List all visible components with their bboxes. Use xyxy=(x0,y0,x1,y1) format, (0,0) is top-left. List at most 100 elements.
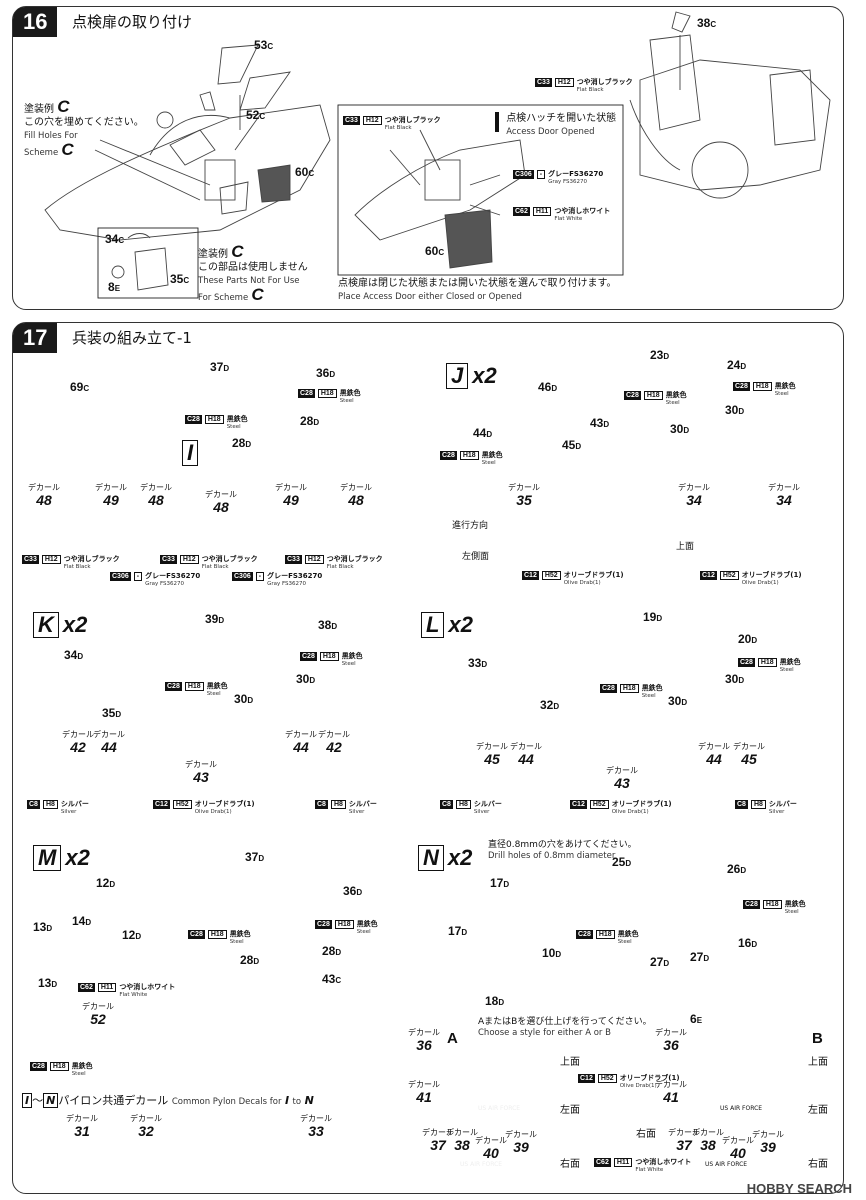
left-label-b: 左面 xyxy=(808,1105,828,1116)
hatch-60c-drawing xyxy=(444,209,493,269)
part-28d-m-b: 28D xyxy=(322,944,342,958)
left-label-a: 左面 xyxy=(560,1105,580,1116)
part-46d: 46D xyxy=(538,380,558,394)
subassembly-i-label: I xyxy=(182,440,202,466)
part-38d: 38D xyxy=(318,618,338,632)
top-label-a: 上面 xyxy=(560,1057,580,1068)
us-air-force-a: US AIR FORCE xyxy=(478,1105,521,1112)
part-45d: 45D xyxy=(562,438,582,452)
part-6e: 6E xyxy=(690,1012,703,1026)
step17-number: 17 xyxy=(13,323,58,353)
us-air-force-b2: US AIR FORCE xyxy=(705,1161,748,1168)
part-37d-m: 37D xyxy=(245,850,265,864)
style-a-label: A xyxy=(447,1030,458,1047)
part-26d: 26D xyxy=(727,862,747,876)
left-side-label: 左側面 xyxy=(462,552,490,562)
right-label-b2: 右面 xyxy=(636,1129,656,1140)
part-28d-a: 28D xyxy=(232,436,252,450)
part-35c: 35C xyxy=(170,272,190,286)
part-24d: 24D xyxy=(727,358,747,372)
part-30d-l-b: 30D xyxy=(668,694,688,708)
us-air-force-b: US AIR FORCE xyxy=(720,1105,763,1112)
part-14d: 14D xyxy=(72,914,92,928)
part-60c: 60C xyxy=(295,165,315,179)
part-34d: 34D xyxy=(64,648,84,662)
part-60c-open: 60C xyxy=(425,244,445,258)
part-39d: 39D xyxy=(205,612,225,626)
right-label-b: 右面 xyxy=(808,1159,828,1170)
part-25d: 25D xyxy=(612,855,632,869)
part-53c: 53C xyxy=(254,38,274,52)
part-37d: 37D xyxy=(210,360,230,374)
step16-number: 16 xyxy=(13,7,58,37)
part-28d-m-a: 28D xyxy=(240,953,260,967)
part-23d: 23D xyxy=(650,348,670,362)
part-52c-drawing xyxy=(239,71,291,111)
step16-footnote: 点検扉は閉じた状態または開いた状態を選んで取り付けます。Place Access… xyxy=(338,278,617,302)
part-35c-drawing xyxy=(134,247,169,291)
step17-title: 兵装の組み立て-1 xyxy=(72,329,192,347)
right-label-a: 右面 xyxy=(560,1159,580,1170)
part-12d-b: 12D xyxy=(122,928,142,942)
part-44d: 44D xyxy=(473,426,493,440)
part-13d-a: 13D xyxy=(33,920,53,934)
part-13d-b: 13D xyxy=(38,976,58,990)
tail-drawing xyxy=(639,59,831,191)
part-28d-b: 28D xyxy=(300,414,320,428)
watermark-logo: HOBBY SEARCH xyxy=(746,1181,852,1196)
part-30d-l-a: 30D xyxy=(725,672,745,686)
choose-style-note: AまたはBを選び仕上げを行ってください。Choose a style for e… xyxy=(478,1017,652,1038)
top-label-b: 上面 xyxy=(808,1057,828,1068)
part-30d-k-b: 30D xyxy=(234,692,254,706)
step16-title: 点検扉の取り付け xyxy=(72,13,193,31)
drill-note: 直径0.8mmの穴をあけてください。Drill holes of 0.8mm d… xyxy=(488,840,637,861)
part-52c: 52C xyxy=(246,108,266,122)
part-20d: 20D xyxy=(738,632,758,646)
scheme-c-fill-holes: 塗装例 C この穴を埋めてください。 Fill Holes For Scheme… xyxy=(24,97,144,159)
